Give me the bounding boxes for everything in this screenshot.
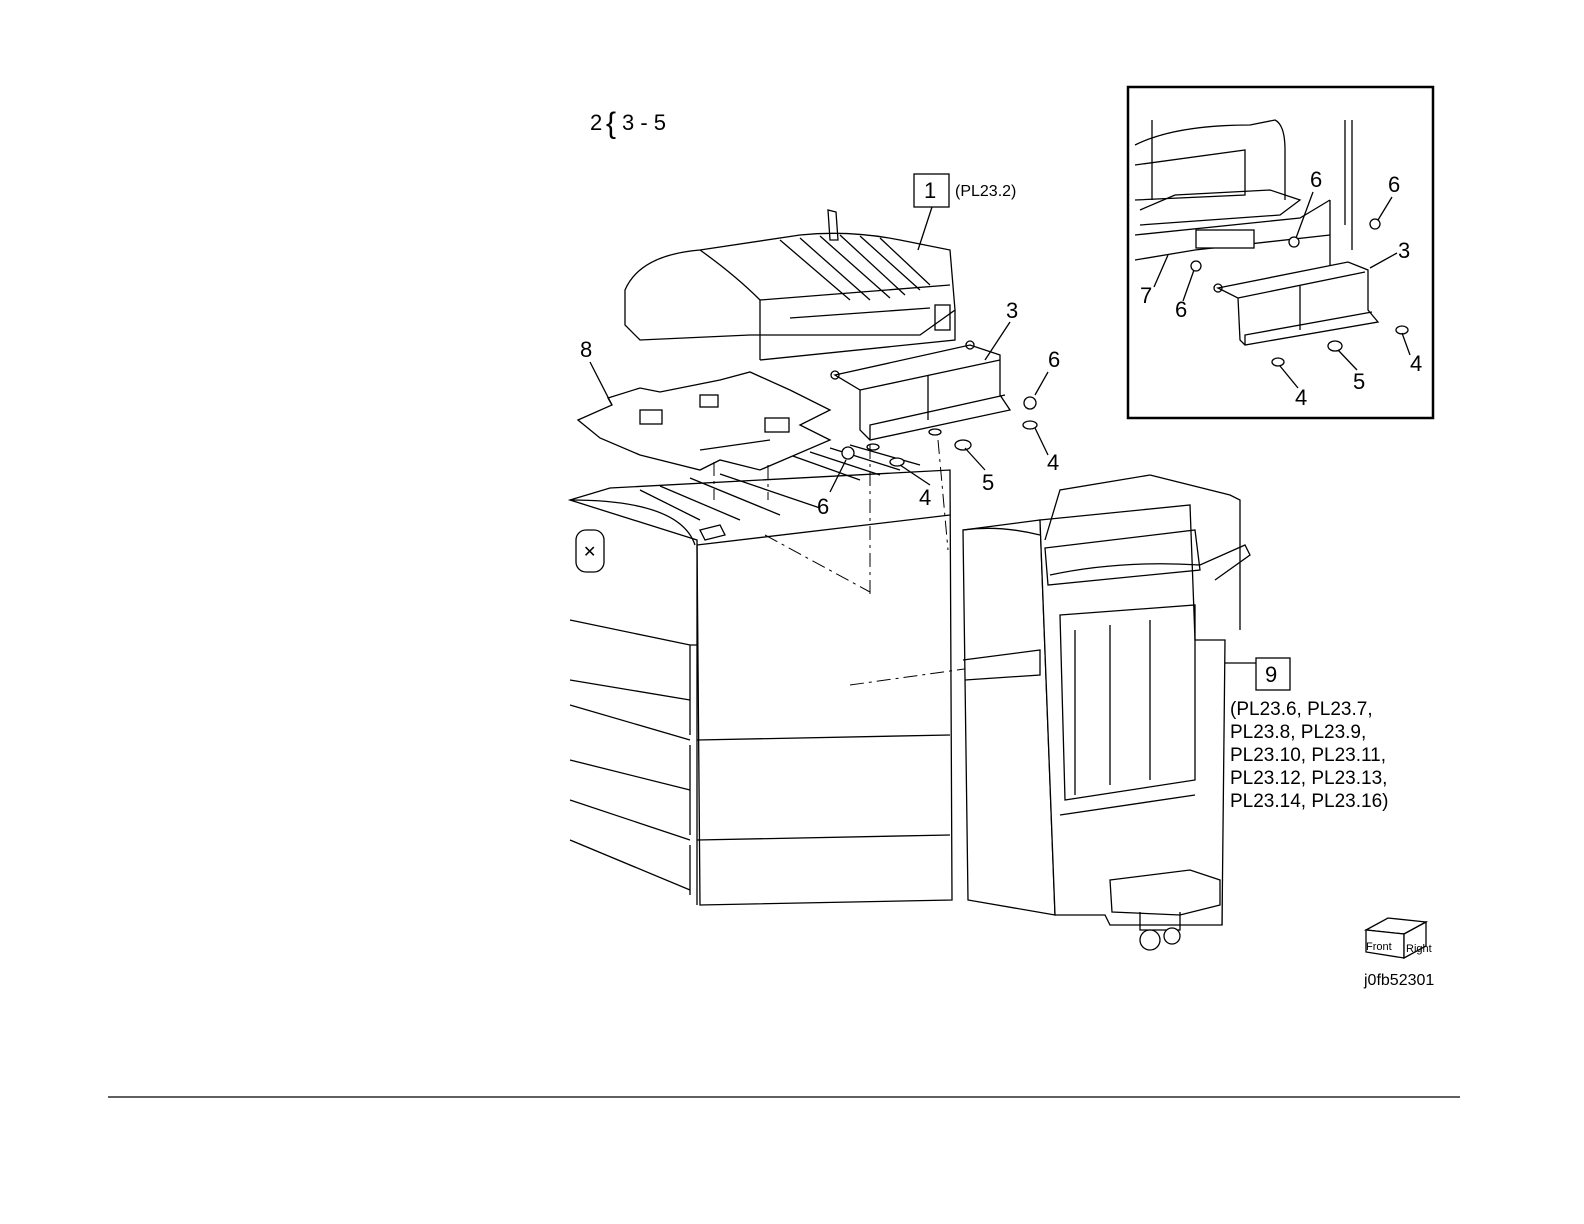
- callout-9-ref-line-3: PL23.10, PL23.11,: [1230, 745, 1386, 766]
- callout-4a: 4: [1047, 450, 1059, 475]
- callout-6b: 6: [817, 494, 829, 519]
- callout-5: 5: [982, 470, 994, 495]
- screw-6b-icon: [842, 447, 854, 459]
- svg-text:✕: ✕: [583, 544, 596, 561]
- part-8-top-plate: [578, 372, 830, 470]
- callout-6a: 6: [1048, 347, 1060, 372]
- inset-screw-6b-icon: [1289, 237, 1299, 247]
- screw-6a-icon: [1024, 397, 1036, 409]
- inset-callout-4b: 4: [1295, 385, 1307, 410]
- callout-4b: 4: [919, 485, 931, 510]
- clip-5-icon: [955, 440, 971, 450]
- callout-9: 9: [1265, 662, 1277, 687]
- inset-callout-6b: 6: [1388, 172, 1400, 197]
- callout-9-ref-line-2: PL23.8, PL23.9,: [1230, 722, 1366, 743]
- group-note: 2 { 3 - 5: [590, 107, 666, 140]
- part-1-output-unit: [625, 210, 955, 360]
- part-3-bracket: [831, 341, 1010, 440]
- part-9-finisher: [963, 475, 1250, 950]
- orientation-cube-icon: Front Right: [1366, 918, 1432, 958]
- clip-4a-icon: [1023, 421, 1037, 429]
- printer-body-drawing: ✕: [570, 445, 952, 905]
- clip-4b-icon: [890, 458, 904, 466]
- figure-id: j0fb52301: [1363, 972, 1434, 989]
- inset-callout-4a: 4: [1410, 351, 1422, 376]
- orientation-front: Front: [1366, 941, 1392, 953]
- inset-screw-6c-icon: [1191, 261, 1201, 271]
- inset-callout-6c: 6: [1175, 297, 1187, 322]
- inset-callout-3: 3: [1398, 238, 1410, 263]
- inset-callout-5: 5: [1353, 369, 1365, 394]
- callout-1-ref: (PL23.2): [955, 183, 1016, 200]
- callout-8: 8: [580, 337, 592, 362]
- group-note-lead: 2: [590, 110, 602, 135]
- inset-detail: 6 6 3 7 6 4 4 5: [1128, 87, 1433, 418]
- inset-callout-6a: 6: [1310, 167, 1322, 192]
- callout-3: 3: [1006, 298, 1018, 323]
- orientation-right: Right: [1406, 943, 1432, 955]
- caster-wheel-icon: [1140, 930, 1160, 950]
- callout-9-ref-line-1: (PL23.6, PL23.7,: [1230, 699, 1373, 720]
- group-note-range: 3 - 5: [622, 110, 666, 135]
- callout-9-ref-line-4: PL23.12, PL23.13,: [1230, 768, 1387, 789]
- callout-9-ref-line-5: PL23.14, PL23.16): [1230, 791, 1388, 812]
- inset-callout-7: 7: [1140, 283, 1152, 308]
- group-brace: {: [606, 107, 616, 140]
- callout-1: 1: [924, 178, 936, 203]
- inset-screw-6a-icon: [1370, 219, 1380, 229]
